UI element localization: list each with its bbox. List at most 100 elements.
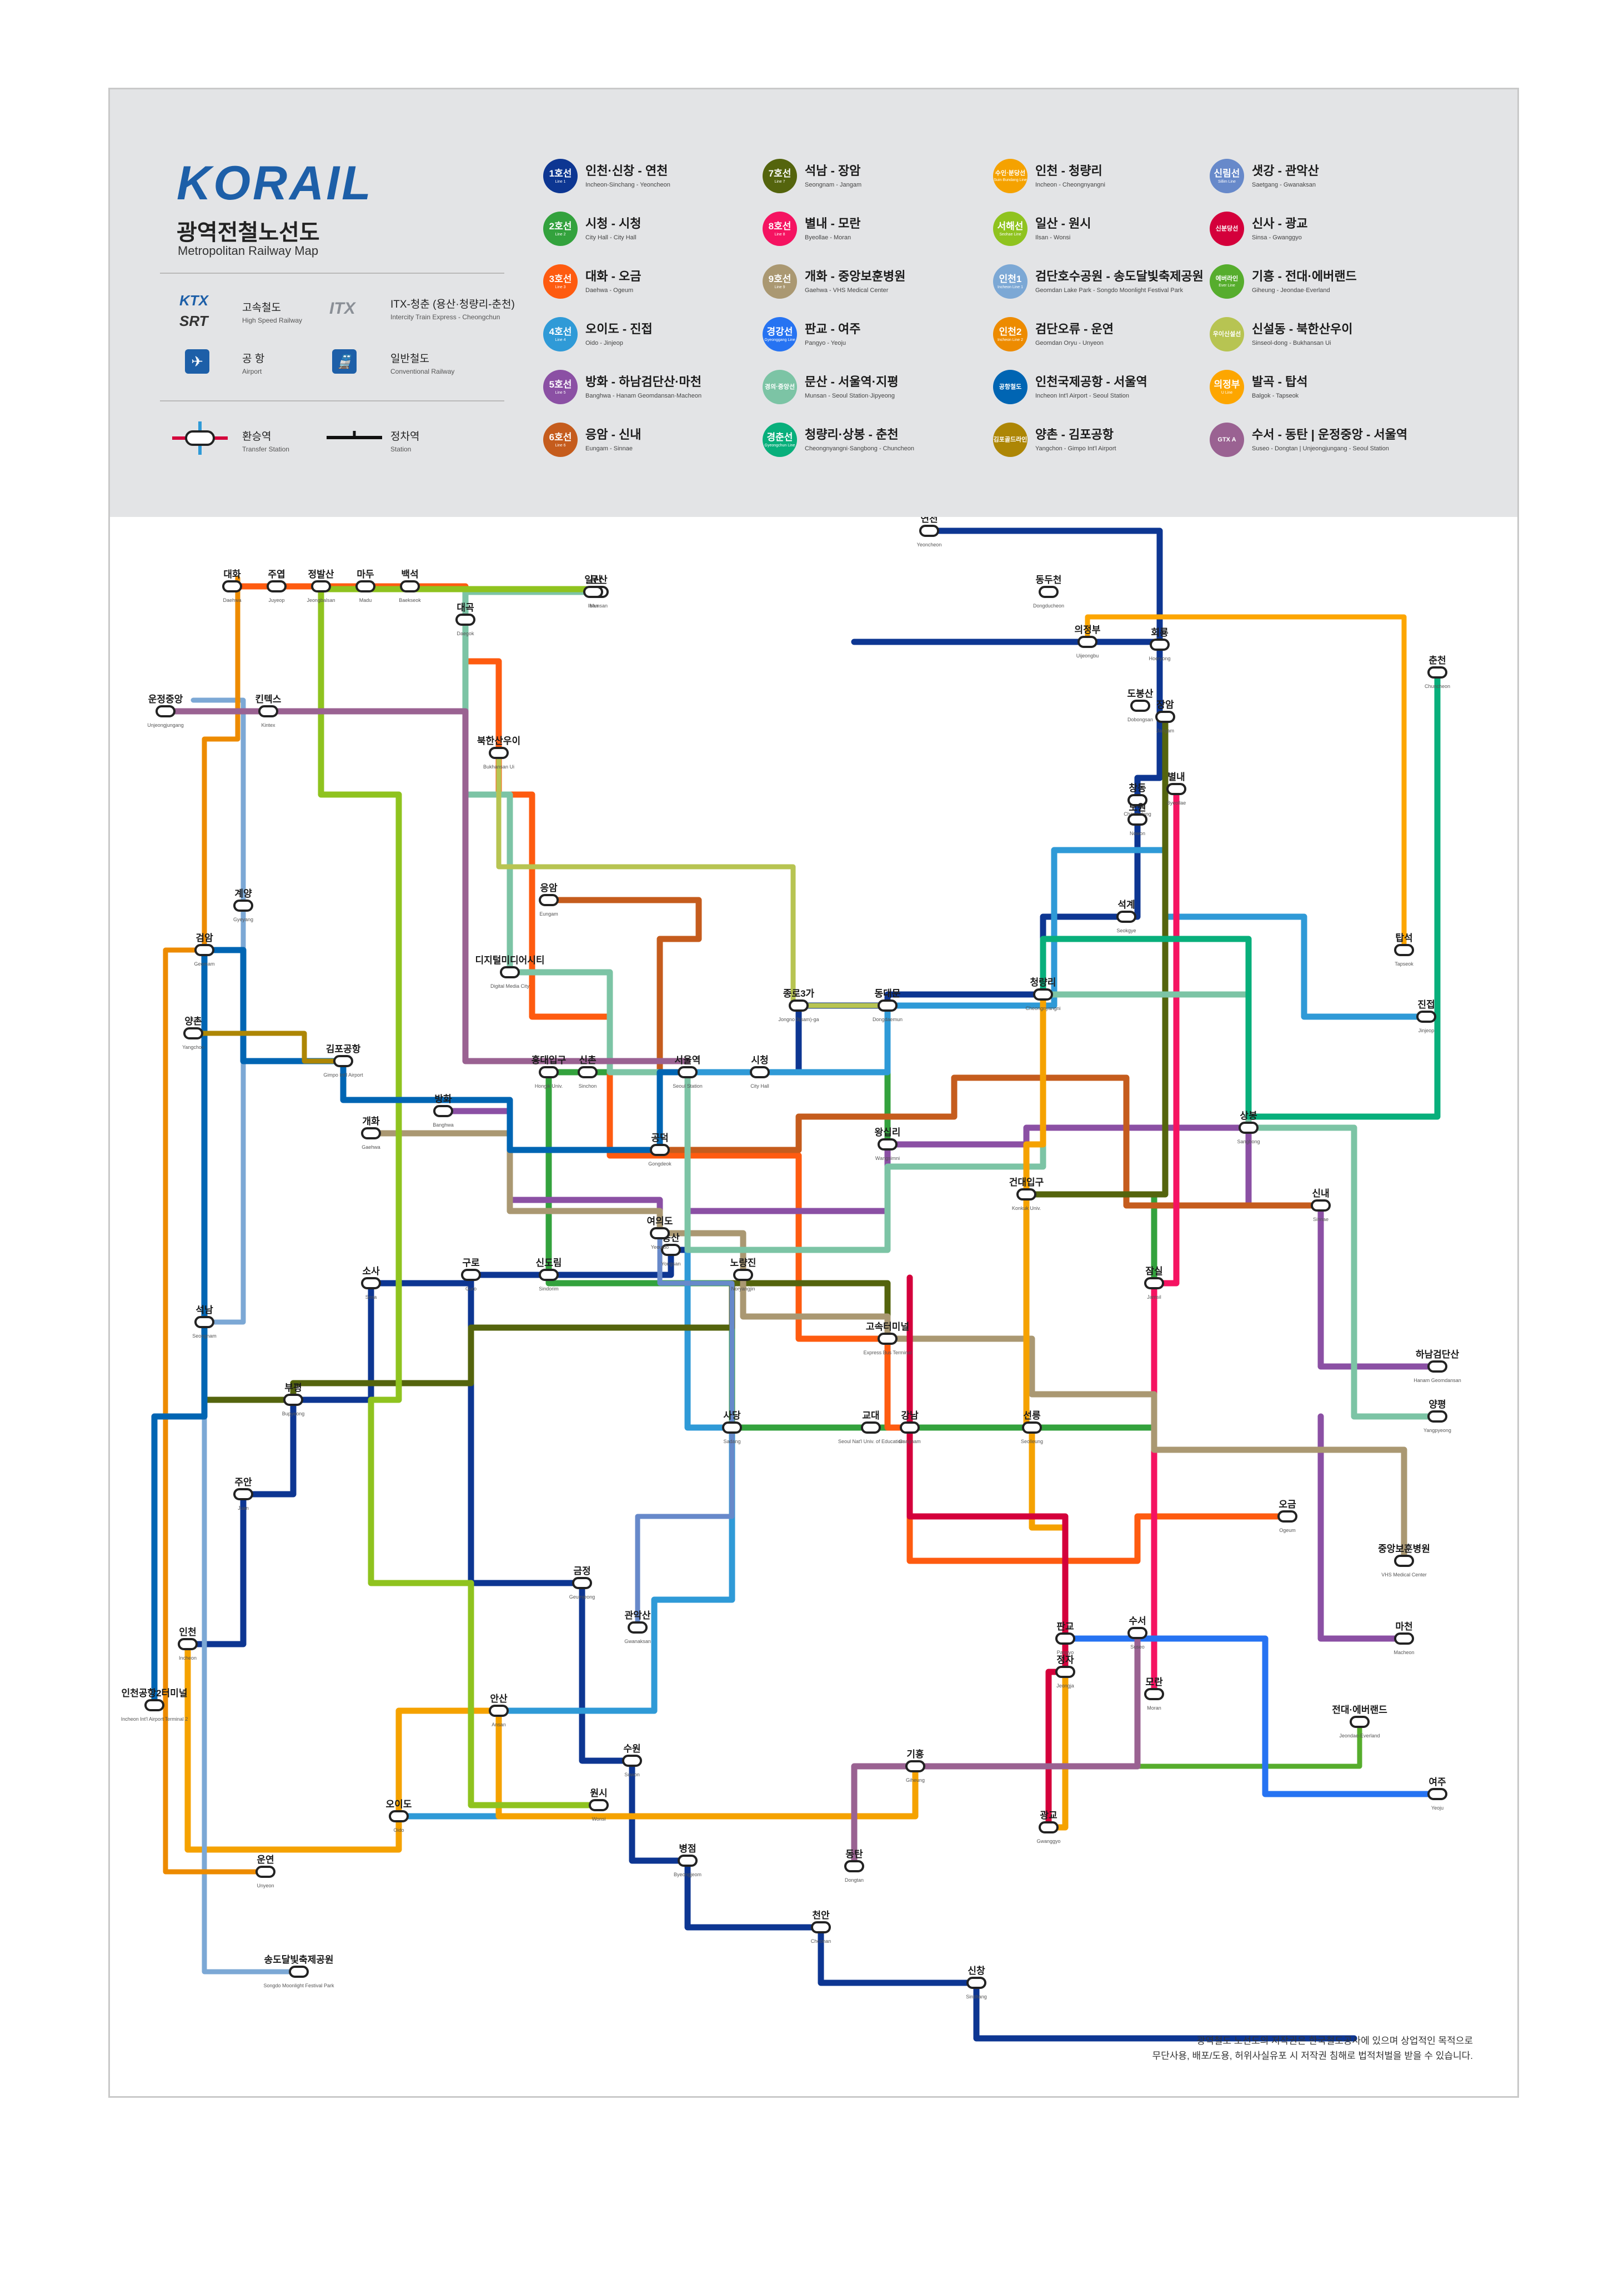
station-marker[interactable]: [178, 1638, 198, 1650]
station-marker[interactable]: [311, 580, 331, 592]
station-marker[interactable]: [589, 1799, 609, 1811]
station-marker[interactable]: [1166, 783, 1186, 795]
station-marker[interactable]: [661, 1244, 681, 1256]
station-marker[interactable]: [628, 1621, 648, 1634]
station-marker[interactable]: [1239, 1122, 1259, 1134]
station-marker[interactable]: [283, 1394, 303, 1406]
station-marker[interactable]: [1130, 700, 1150, 712]
station-marker[interactable]: [678, 1855, 698, 1867]
station-marker[interactable]: [194, 944, 214, 956]
station-marker[interactable]: [878, 1333, 898, 1345]
station-marker[interactable]: [361, 1127, 381, 1139]
station-marker[interactable]: [255, 1866, 275, 1878]
station-marker[interactable]: [1155, 711, 1175, 723]
station-marker[interactable]: [539, 894, 559, 906]
station-marker[interactable]: [389, 1810, 409, 1822]
station-marker[interactable]: [1039, 1821, 1059, 1833]
station-marker[interactable]: [1033, 988, 1053, 1001]
station-marker[interactable]: [861, 1421, 881, 1434]
station-marker[interactable]: [156, 705, 176, 717]
station-marker[interactable]: [289, 1966, 309, 1978]
station-marker[interactable]: [1394, 944, 1414, 956]
station-marker[interactable]: [750, 1066, 770, 1078]
station-marker[interactable]: [878, 1138, 898, 1150]
station-marker[interactable]: [900, 1421, 920, 1434]
station-marker[interactable]: [489, 1705, 509, 1717]
station-marker[interactable]: [1116, 911, 1136, 923]
station-marker[interactable]: [144, 1699, 164, 1711]
station-marker[interactable]: [966, 1977, 986, 1989]
station-marker[interactable]: [844, 1860, 864, 1872]
station-marker[interactable]: [1427, 1410, 1447, 1423]
station-marker[interactable]: [455, 614, 475, 626]
station-marker[interactable]: [433, 1105, 453, 1117]
station-marker[interactable]: [1144, 1688, 1164, 1700]
station-marker[interactable]: [1127, 813, 1147, 826]
station-marker[interactable]: [622, 1755, 642, 1767]
station-marker[interactable]: [572, 1577, 592, 1589]
station-marker[interactable]: [1144, 1277, 1164, 1289]
station-marker[interactable]: [400, 580, 420, 592]
station-marker[interactable]: [539, 1269, 559, 1281]
station-marker[interactable]: [1127, 794, 1147, 806]
station-marker[interactable]: [811, 1921, 831, 1933]
station-marker[interactable]: [722, 1421, 742, 1434]
station-marker[interactable]: [733, 1269, 753, 1281]
station-marker[interactable]: [500, 966, 520, 978]
station-marker[interactable]: [578, 1066, 598, 1078]
station-marker[interactable]: [1311, 1199, 1331, 1212]
station-marker[interactable]: [539, 1066, 559, 1078]
station-marker[interactable]: [489, 747, 509, 759]
station-marker[interactable]: [1277, 1510, 1297, 1523]
station-marker[interactable]: [678, 1066, 698, 1078]
station-marker[interactable]: [1394, 1555, 1414, 1567]
